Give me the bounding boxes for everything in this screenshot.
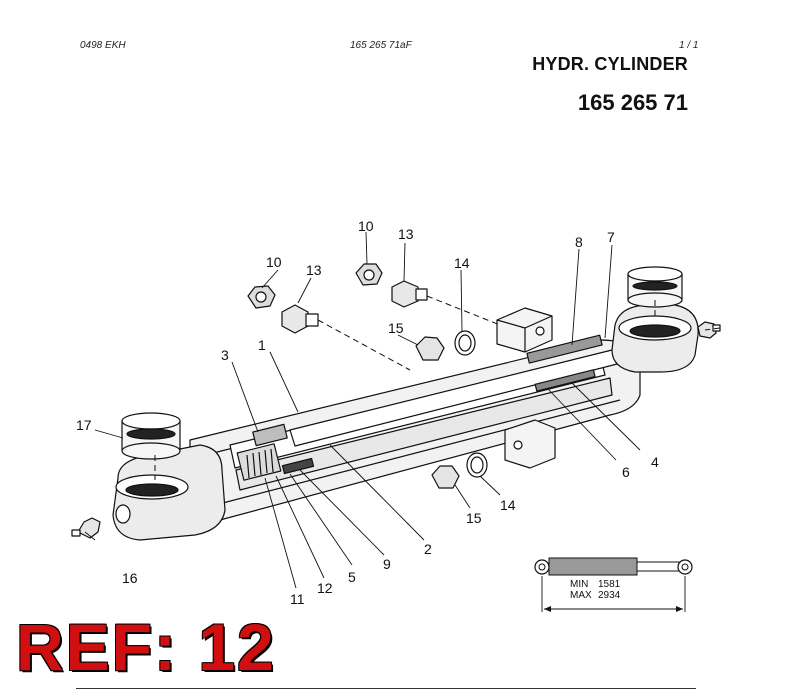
port-block-top — [496, 307, 553, 353]
callout-14-lower: 14 — [500, 497, 516, 513]
wear-ring — [526, 334, 603, 364]
nut-left — [247, 285, 276, 309]
min-value: 1581 — [598, 579, 621, 590]
callout-9: 9 — [383, 556, 391, 572]
callout-14-upper: 14 — [454, 255, 470, 271]
plug-upper — [415, 336, 445, 361]
page-indicator: 1 / 1 — [679, 40, 699, 51]
callout-15-lower: 15 — [466, 510, 482, 526]
callout-1: 1 — [258, 337, 266, 353]
drawing-title: HYDR. CYLINDER — [532, 54, 688, 74]
port-block-bottom — [504, 419, 556, 469]
nut-upper — [355, 263, 383, 286]
fitting-upper — [391, 280, 428, 308]
max-label: MAX — [570, 590, 592, 601]
part-number: 165 265 71 — [577, 90, 688, 115]
callout-4: 4 — [651, 454, 659, 470]
assembly-lines — [154, 295, 721, 480]
callout-2: 2 — [424, 541, 432, 557]
piston-seals — [236, 423, 315, 481]
callout-17: 17 — [76, 417, 92, 433]
callout-10-upper: 10 — [358, 218, 374, 234]
callout-12: 12 — [317, 580, 333, 596]
min-label: MIN — [570, 579, 588, 590]
callout-15-upper: 15 — [388, 320, 404, 336]
callout-8: 8 — [575, 234, 583, 250]
callout-3: 3 — [221, 347, 229, 363]
seal-ring-upper — [454, 330, 476, 356]
doc-code: 0498 EKH — [80, 40, 126, 51]
bushing-left — [121, 412, 181, 460]
callout-labels: 1 2 3 4 5 6 7 8 9 10 10 11 12 13 13 14 1… — [76, 218, 659, 607]
rear-eye-mount — [112, 444, 226, 541]
grease-nipple-right — [697, 321, 721, 339]
plug-lower — [431, 465, 460, 489]
reference-label: REF: 12 — [16, 610, 276, 684]
callout-11: 11 — [290, 591, 305, 607]
fitting-left — [281, 304, 319, 334]
callout-7: 7 — [607, 229, 615, 245]
bottom-divider — [76, 688, 696, 689]
grease-nipple-left — [71, 517, 101, 539]
max-value: 2934 — [598, 590, 621, 601]
guide-strip — [534, 369, 596, 392]
callout-13-upper: 13 — [398, 226, 414, 242]
length-schematic: MIN 1581 MAX 2934 — [534, 557, 693, 612]
drawing-reference: 165 265 71aF — [350, 40, 412, 51]
seal-ring-lower — [466, 452, 488, 478]
leader-lines — [84, 231, 641, 589]
callout-6: 6 — [622, 464, 630, 480]
callout-10-left: 10 — [266, 254, 282, 270]
callout-16: 16 — [122, 570, 138, 586]
callout-13-left: 13 — [306, 262, 322, 278]
callout-5: 5 — [348, 569, 356, 585]
